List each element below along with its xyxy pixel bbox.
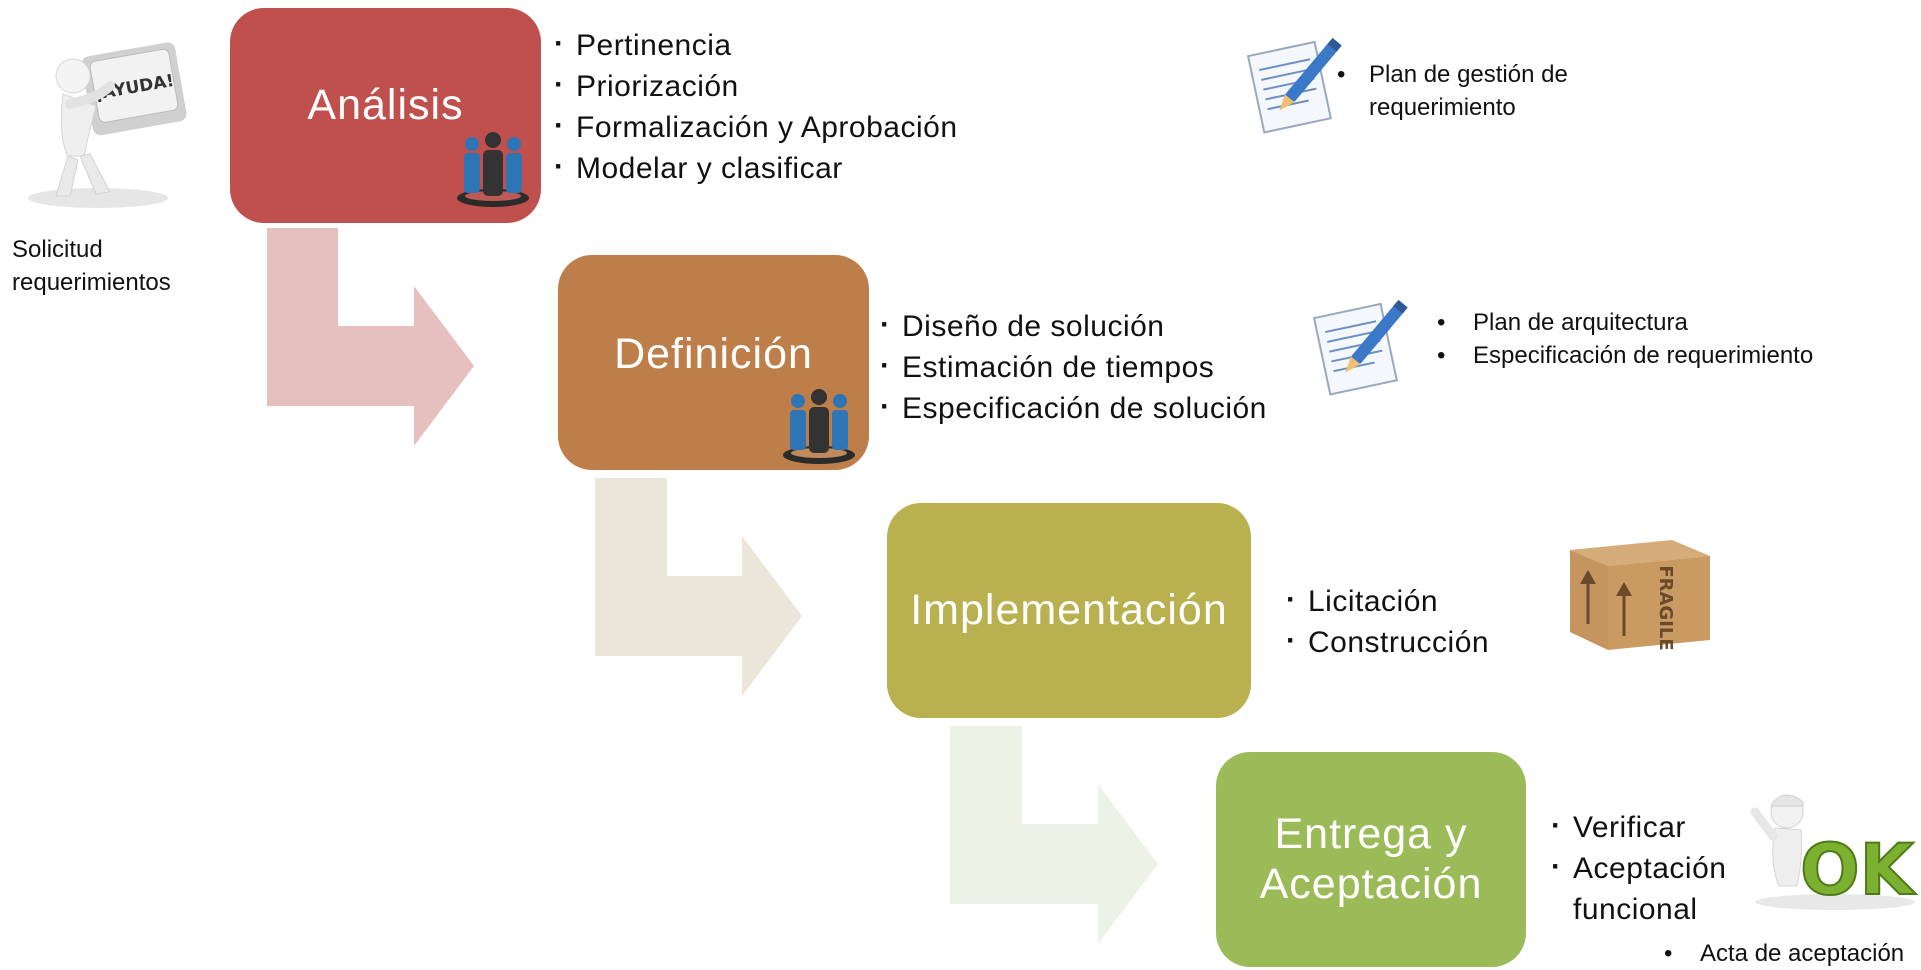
document-pencil-icon <box>1245 30 1345 136</box>
analisis-deliverables: • Plan de gestión de requerimiento <box>1337 58 1568 124</box>
activity-item: Formalización y Aprobación <box>554 105 958 148</box>
activity-item: Licitación <box>1286 579 1489 622</box>
stage-entrega-title-line1: Entrega y <box>1274 810 1468 859</box>
team-icon <box>452 130 534 210</box>
activity-item: Modelar y clasificar <box>554 146 958 189</box>
definicion-deliverables: Plan de arquitectura Especificación de r… <box>1437 306 1813 372</box>
team-icon <box>778 387 860 467</box>
ok-figure-icon: OK <box>1745 782 1921 912</box>
request-label-line1: Solicitud <box>12 236 103 263</box>
deliverable-line1: Plan de gestión de <box>1369 61 1568 88</box>
arrow-definicion-implementacion <box>595 478 802 696</box>
entrega-deliverables: Acta de aceptación <box>1664 937 1904 970</box>
definicion-activities: Diseño de solución Estimación de tiempos… <box>880 304 1267 429</box>
implementacion-activities: Licitación Construcción <box>1286 579 1489 663</box>
analisis-activities: Pertinencia Priorización Formalización y… <box>554 23 958 189</box>
entrega-activities: Verificar Aceptación funcional <box>1551 805 1726 930</box>
stage-analisis-title: Análisis <box>307 80 464 129</box>
deliverable-line2: requerimiento <box>1369 94 1516 121</box>
help-figure-icon: ¡AYUDA! <box>18 28 198 213</box>
activity-item: Aceptación <box>1551 846 1726 889</box>
activity-item: Estimación de tiempos <box>880 345 1267 388</box>
arrow-analisis-definicion <box>267 228 474 446</box>
deliverable-item: Plan de arquitectura <box>1437 306 1813 339</box>
deliverable-item: Especificación de requerimiento <box>1437 339 1813 372</box>
stage-implementacion-title: Implementación <box>910 585 1228 634</box>
activity-item-continuation: funcional <box>1573 893 1698 926</box>
activity-item: Especificación de solución <box>880 386 1267 429</box>
ok-text: OK <box>1800 829 1917 911</box>
stage-entrega-title-line2: Aceptación <box>1259 859 1483 908</box>
box-fragile-text: FRAGILE <box>1655 565 1676 650</box>
stage-implementacion: Implementación <box>887 503 1251 718</box>
box-icon: FRAGILE <box>1560 528 1720 668</box>
arrow-implementacion-entrega <box>950 726 1158 944</box>
deliverable-item: Acta de aceptación <box>1664 937 1904 970</box>
stage-definicion-title: Definición <box>614 330 813 379</box>
request-label-line2: requerimientos <box>12 269 171 296</box>
request-label: Solicitud requerimientos <box>12 233 171 299</box>
stage-entrega: Entrega y Aceptación <box>1216 752 1526 967</box>
deliverable-item: • Plan de gestión de requerimiento <box>1337 58 1568 124</box>
activity-item: Priorización <box>554 64 958 107</box>
activity-item: Pertinencia <box>554 23 958 66</box>
activity-item: Construcción <box>1286 620 1489 663</box>
document-pencil-icon <box>1311 292 1411 398</box>
activity-item: Verificar <box>1551 805 1726 848</box>
activity-item: Diseño de solución <box>880 304 1267 347</box>
